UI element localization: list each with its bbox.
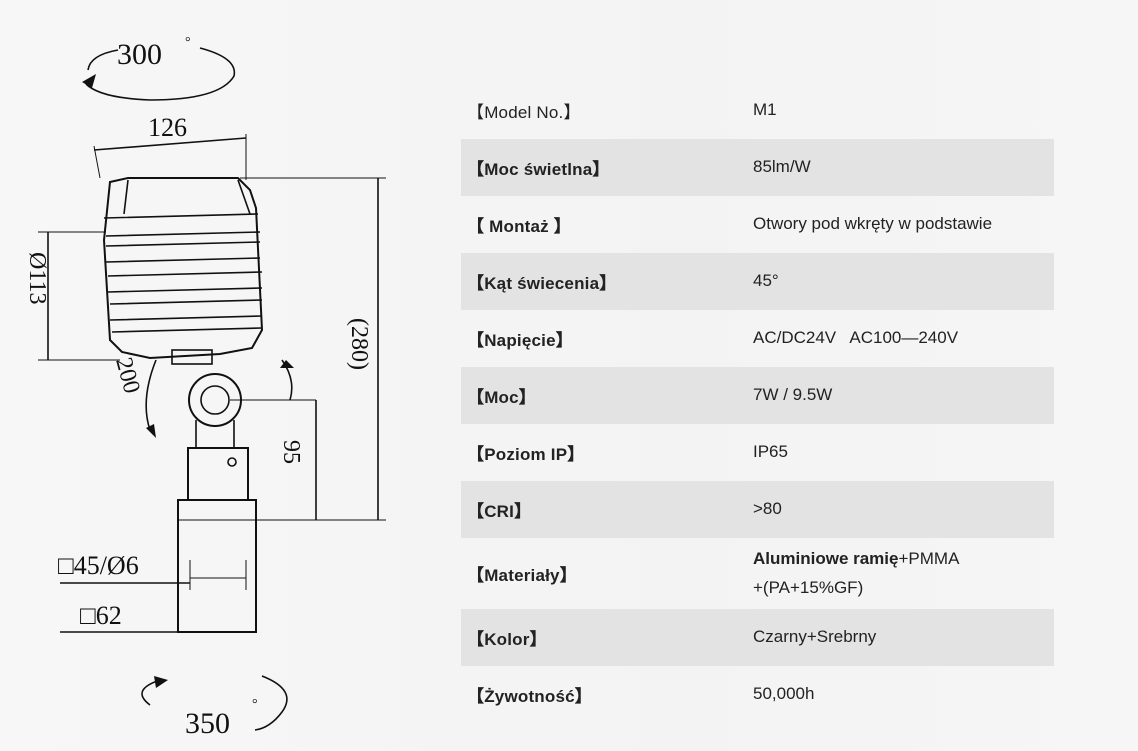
spec-value: 85lm/W (753, 157, 811, 177)
spec-value: Aluminiowe ramię+PMMA +(PA+15%GF) (747, 545, 1054, 603)
joint-height-label: 95 (278, 440, 304, 464)
spec-value: 7W / 9.5W (753, 385, 833, 405)
spec-value: Czarny+Srebrny (753, 627, 877, 647)
spec-row-cri: 【CRI】 >80 (461, 481, 1054, 538)
spec-value: AC/DC24V AC100—240V (753, 328, 959, 348)
base-label-2: □62 (80, 601, 122, 630)
spec-label: 【Żywotność】 (467, 687, 592, 706)
spec-value-line2: +(PA+15%GF) (753, 577, 864, 597)
spec-label: 【 Montaż 】 (467, 217, 571, 236)
height-label: (280) (346, 318, 372, 370)
spec-label: 【Kąt świecenia】 (467, 274, 617, 293)
spec-value: 50,000h (753, 684, 815, 704)
degree-top: ° (185, 35, 191, 50)
arrow-head-bottom (154, 676, 168, 688)
spec-label: 【Kolor】 (467, 630, 547, 649)
spec-row-power: 【Moc】 7W / 9.5W (461, 367, 1054, 424)
spec-label: 【CRI】 (467, 502, 532, 521)
spec-row-mounting: 【 Montaż 】 Otwory pod wkręty w podstawie (461, 196, 1054, 253)
rotation-top-label: 300 (117, 38, 162, 71)
spec-label: 【Poziom IP】 (467, 445, 585, 464)
spec-value: Otwory pod wkręty w podstawie (753, 214, 993, 234)
rotation-arc-top-left (87, 49, 119, 71)
spec-value-bold: Aluminiowe ramię (753, 548, 899, 568)
spec-row-luminous: 【Moc świetlna】 85lm/W (461, 139, 1054, 196)
degree-bottom: ° (252, 697, 258, 712)
rotation-bottom-label: 350 (185, 707, 230, 740)
spec-label: 【Moc】 (467, 388, 536, 407)
spec-label: 【Napięcie】 (467, 331, 573, 350)
spec-row-model: 【Model No.】 M1 (461, 82, 1054, 139)
spec-value: 45° (753, 271, 779, 291)
spec-row-beam-angle: 【Kąt świecenia】 45° (461, 253, 1054, 310)
spec-value-rest: +PMMA (898, 548, 960, 568)
spec-label: 【Model No.】 (467, 103, 581, 122)
spec-row-materials: 【Materiały】 Aluminiowe ramię+PMMA +(PA+1… (461, 538, 1054, 609)
spec-value: IP65 (753, 442, 788, 462)
rotation-arc-top-right (85, 47, 236, 101)
spec-row-voltage: 【Napięcie】 AC/DC24V AC100—240V (461, 310, 1054, 367)
spec-label: 【Moc świetlna】 (467, 160, 610, 179)
diameter-label: Ø113 (24, 252, 50, 304)
width-label: 126 (148, 113, 187, 142)
technical-drawing: 300 ° 126 Ø113 (280) 95 200 □45/Ø6 □62 3… (24, 35, 386, 740)
spec-value: >80 (753, 499, 782, 519)
spec-label: 【Materiały】 (467, 566, 577, 585)
spec-table: 【Model No.】 M1 【Moc świetlna】 85lm/W 【 M… (461, 82, 1054, 723)
rotation-side-label: 200 (110, 355, 144, 397)
spec-row-ip: 【Poziom IP】 IP65 (461, 424, 1054, 481)
spec-value: M1 (753, 100, 777, 120)
spec-row-color: 【Kolor】 Czarny+Srebrny (461, 609, 1054, 666)
spec-row-lifetime: 【Żywotność】 50,000h (461, 666, 1054, 723)
base-label-1: □45/Ø6 (58, 551, 139, 580)
arrow-head-top (82, 74, 96, 88)
